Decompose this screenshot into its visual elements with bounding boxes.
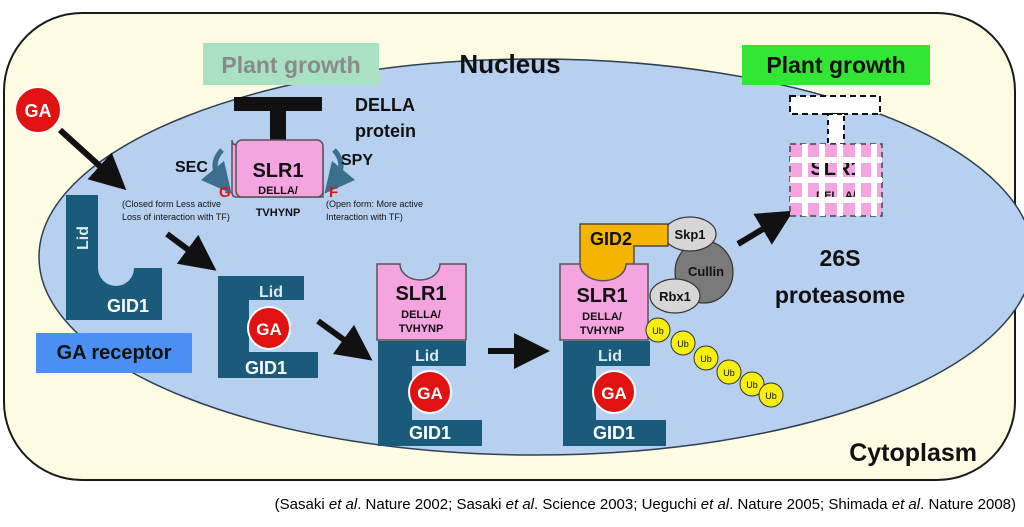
complex-ga — [408, 370, 452, 414]
ubiquitin-6-label: Ub — [765, 391, 777, 401]
complex-slr1-label: SLR1 — [395, 283, 446, 305]
closed-form-note-2: Loss of interaction with TF) — [122, 212, 230, 222]
complex-lid: Lid — [415, 348, 439, 365]
plant-growth-active-box — [742, 45, 930, 85]
cytoplasm-label: Cytoplasm — [849, 439, 977, 467]
closed-form-note-1: (Closed form Less active — [122, 199, 221, 209]
cullin-label: Cullin — [688, 264, 724, 279]
ubiquitin-4-label: Ub — [723, 368, 735, 378]
ubiquitin-5-label: Ub — [746, 380, 758, 390]
ga-free-label: GA — [25, 101, 52, 121]
citation-etal-3: et al — [700, 496, 730, 513]
della-repression-stem — [270, 110, 286, 148]
gid1-unbound-lid: Lid — [75, 226, 92, 250]
gid1-bound-ga-label: GA — [256, 320, 282, 339]
citation-part-2: . Science 2003; Ueguchi — [534, 496, 701, 513]
ubiquitin-chain: Ub Ub Ub Ub Ub Ub — [645, 317, 784, 408]
della-protein-label-1: DELLA — [355, 95, 415, 115]
ubiquitin-3-label: Ub — [700, 354, 712, 364]
scf-ga — [592, 370, 636, 414]
sec-label: SEC — [175, 159, 208, 176]
slr1-top-della: DELLA/ — [258, 185, 298, 197]
scf-gid1-label: GID1 — [593, 423, 635, 443]
ubiquitin-5 — [739, 371, 765, 397]
scf-lid: Lid — [598, 348, 622, 365]
degraded-repression-bar — [789, 95, 881, 115]
scf-gid2-complex: Cullin Skp1 GID2 Rbx1 SLR1 DELLA/ TVHYNP… — [559, 216, 734, 446]
plant-growth-faded-label: Plant growth — [221, 52, 360, 78]
ubiquitin-6 — [758, 382, 784, 408]
ubiquitin-1-label: Ub — [652, 326, 664, 336]
sec-arrow — [200, 148, 232, 194]
citation-part-4: . Nature 2008) — [920, 496, 1016, 513]
rbx1-label: Rbx1 — [659, 289, 691, 304]
ubiquitin-3 — [693, 345, 719, 371]
ubiquitin-2 — [670, 330, 696, 356]
slr1-protein-top: SLR1 DELLA/ TVHYNP — [231, 139, 324, 219]
citation: (Sasaki et al. Nature 2002; Sasaki et al… — [0, 496, 1016, 513]
gid1-bound-ga — [247, 306, 291, 350]
citation-etal-1: et al — [328, 496, 358, 513]
arrow-to-proteasome — [736, 210, 794, 247]
complex-slr1-della: DELLA/ — [401, 309, 441, 321]
gid1-bound-label: GID1 — [245, 358, 287, 378]
scf-slr1-della: DELLA/ — [582, 311, 622, 323]
citation-part-1: . Nature 2002; Sasaki — [357, 496, 506, 513]
proteasome-label-2: proteasome — [775, 282, 905, 308]
scf-slr1-label: SLR1 — [576, 285, 627, 307]
spy-label: SPY — [341, 152, 373, 169]
nucleus-label: Nucleus — [459, 49, 560, 79]
ga-free-ligand — [14, 86, 62, 134]
skp1-label: Skp1 — [674, 227, 705, 242]
citation-etal-4: et al — [891, 496, 921, 513]
ubiquitin-4 — [716, 359, 742, 385]
citation-prefix: (Sasaki — [274, 496, 329, 513]
plant-growth-active-label: Plant growth — [766, 52, 905, 78]
gid1-bound-lid: Lid — [259, 284, 283, 301]
citation-etal-2: et al — [505, 496, 534, 513]
ga-receptor-label: GA receptor — [57, 342, 172, 364]
ubiquitin-2-label: Ub — [677, 339, 689, 349]
complex-slr1-tvhynp: TVHYNP — [399, 323, 444, 335]
arrow-bound-to-complex — [316, 318, 373, 361]
g-modification: G — [219, 184, 231, 201]
plant-growth-faded-box — [203, 43, 379, 85]
degraded-slr1: SLR1 DELLA/ — [789, 143, 883, 217]
slr1-top-label: SLR1 — [252, 160, 303, 182]
gid1-unbound-label: GID1 — [107, 296, 149, 316]
gid1-ga-bound: Lid GA GID1 — [218, 276, 318, 378]
slr1-top-tvhynp: TVHYNP — [256, 207, 301, 219]
f-modification: F — [329, 184, 338, 201]
ga-receptor-box — [36, 333, 192, 373]
rbx1-subunit — [649, 278, 701, 314]
degraded-repression-stem — [827, 113, 845, 145]
arrow-receptor-to-bound — [165, 231, 217, 271]
open-form-note-2: Interaction with TF) — [326, 212, 403, 222]
della-repression-bar — [234, 97, 322, 111]
spy-arrow — [324, 148, 356, 194]
open-form-note-1: (Open form: More active — [326, 199, 423, 209]
complex-ga-label: GA — [417, 384, 443, 403]
ubiquitin-1 — [645, 317, 671, 343]
citation-part-3: . Nature 2005; Shimada — [729, 496, 892, 513]
slr1-gid1-complex: SLR1 DELLA/ TVHYNP Lid GA GID1 — [376, 263, 482, 446]
gid1-receptor-unbound: Lid GID1 — [66, 195, 162, 320]
scf-ga-label: GA — [601, 384, 627, 403]
della-protein-label-2: protein — [355, 121, 416, 141]
gid2-label: GID2 — [590, 229, 632, 249]
scf-slr1-tvhynp: TVHYNP — [580, 325, 625, 337]
proteasome-label-1: 26S — [820, 245, 861, 271]
nucleus-region — [38, 58, 1024, 456]
arrow-ga-to-receptor — [57, 127, 127, 191]
complex-gid1-label: GID1 — [409, 423, 451, 443]
